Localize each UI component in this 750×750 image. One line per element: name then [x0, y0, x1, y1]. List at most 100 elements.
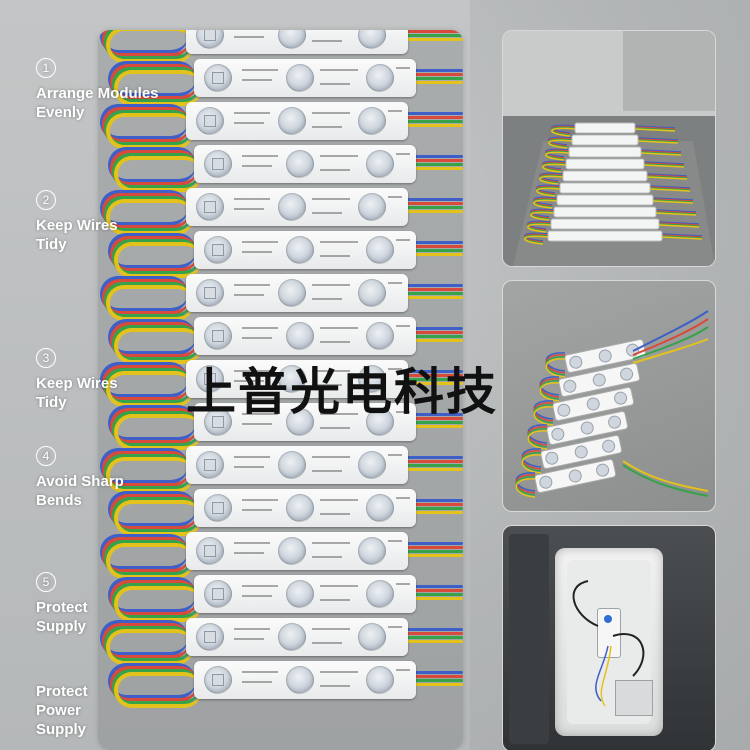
wire	[655, 209, 697, 213]
wire	[403, 284, 463, 287]
module-print	[242, 251, 272, 253]
led-lens	[563, 379, 577, 393]
wire	[545, 151, 570, 161]
led-module-row	[98, 227, 463, 278]
led-module	[568, 146, 642, 158]
wire	[403, 636, 463, 639]
led-lens	[204, 64, 232, 92]
module-print	[312, 370, 350, 372]
led-lens	[196, 107, 224, 135]
led-module	[547, 230, 663, 242]
module-print	[312, 212, 342, 214]
wire-loop	[114, 672, 202, 708]
wire	[521, 454, 542, 474]
wire	[403, 585, 463, 588]
led-lens	[358, 537, 386, 565]
led-module-row	[98, 657, 463, 708]
module-print	[320, 585, 358, 587]
watermark-text: 上普光电科技	[186, 363, 498, 421]
module-print	[388, 368, 402, 370]
led-module-row	[98, 571, 463, 622]
wire	[403, 210, 463, 213]
led-module	[571, 134, 639, 146]
module-print	[396, 669, 410, 671]
led-module	[546, 410, 629, 446]
led-lens	[278, 193, 306, 221]
led-chip	[212, 674, 224, 686]
led-lens	[278, 537, 306, 565]
wire	[403, 417, 463, 420]
module-print	[320, 341, 350, 343]
module-print	[320, 499, 358, 501]
box-lid	[509, 534, 549, 744]
module-print	[312, 40, 342, 42]
led-lens	[204, 666, 232, 694]
module-print	[320, 241, 358, 243]
led-chip	[212, 72, 224, 84]
led-lens	[358, 107, 386, 135]
led-lens	[366, 64, 394, 92]
module-print	[234, 284, 270, 286]
wire	[403, 206, 463, 209]
module-print	[320, 599, 350, 601]
module-print	[242, 337, 272, 339]
wire	[403, 413, 463, 416]
wire	[646, 173, 688, 177]
led-lens	[366, 666, 394, 694]
wire	[403, 116, 463, 119]
module-print	[312, 542, 350, 544]
module-print	[320, 255, 350, 257]
wire	[403, 460, 463, 463]
module-print	[312, 298, 342, 300]
led-module	[186, 102, 408, 140]
module-print	[234, 36, 264, 38]
wire	[403, 464, 463, 467]
wire	[545, 358, 566, 378]
led-module-row	[98, 270, 463, 321]
module-print	[234, 112, 270, 114]
led-module-row	[98, 313, 463, 364]
wire	[403, 507, 463, 510]
led-lens	[286, 580, 314, 608]
wire	[403, 683, 463, 686]
led-module	[534, 458, 617, 494]
led-lens	[580, 421, 594, 435]
wire	[643, 163, 685, 167]
module-print	[320, 155, 358, 157]
led-lens	[204, 150, 232, 178]
module-print	[312, 642, 342, 644]
led-lens	[286, 666, 314, 694]
wire	[403, 597, 463, 600]
led-chip	[212, 244, 224, 256]
module-print	[320, 671, 358, 673]
module-print	[312, 126, 342, 128]
wire	[542, 163, 567, 173]
step-text: Protect Supply	[36, 599, 88, 635]
led-modules-main-photo	[0, 0, 470, 750]
wire	[403, 421, 463, 424]
module-print	[242, 327, 278, 329]
wire	[403, 73, 463, 76]
led-lens	[204, 580, 232, 608]
wire	[658, 224, 700, 228]
wire	[637, 138, 679, 142]
wire	[637, 140, 679, 144]
step-text: Protect Power Supply	[36, 683, 88, 738]
wire	[403, 335, 463, 338]
wire	[403, 675, 463, 678]
wire	[634, 128, 676, 132]
wire	[403, 69, 463, 72]
module-print	[242, 509, 272, 511]
led-lens	[196, 193, 224, 221]
led-lens	[286, 64, 314, 92]
wire	[403, 554, 463, 557]
module-print	[242, 595, 272, 597]
led-module-row	[98, 30, 463, 63]
step-number: 2	[36, 190, 56, 210]
step-4: 4 Avoid Sharp Bends	[36, 446, 146, 510]
module-print	[234, 198, 270, 200]
led-module	[553, 206, 657, 218]
wire	[551, 127, 576, 137]
led-lens	[278, 623, 306, 651]
wire	[661, 236, 703, 240]
